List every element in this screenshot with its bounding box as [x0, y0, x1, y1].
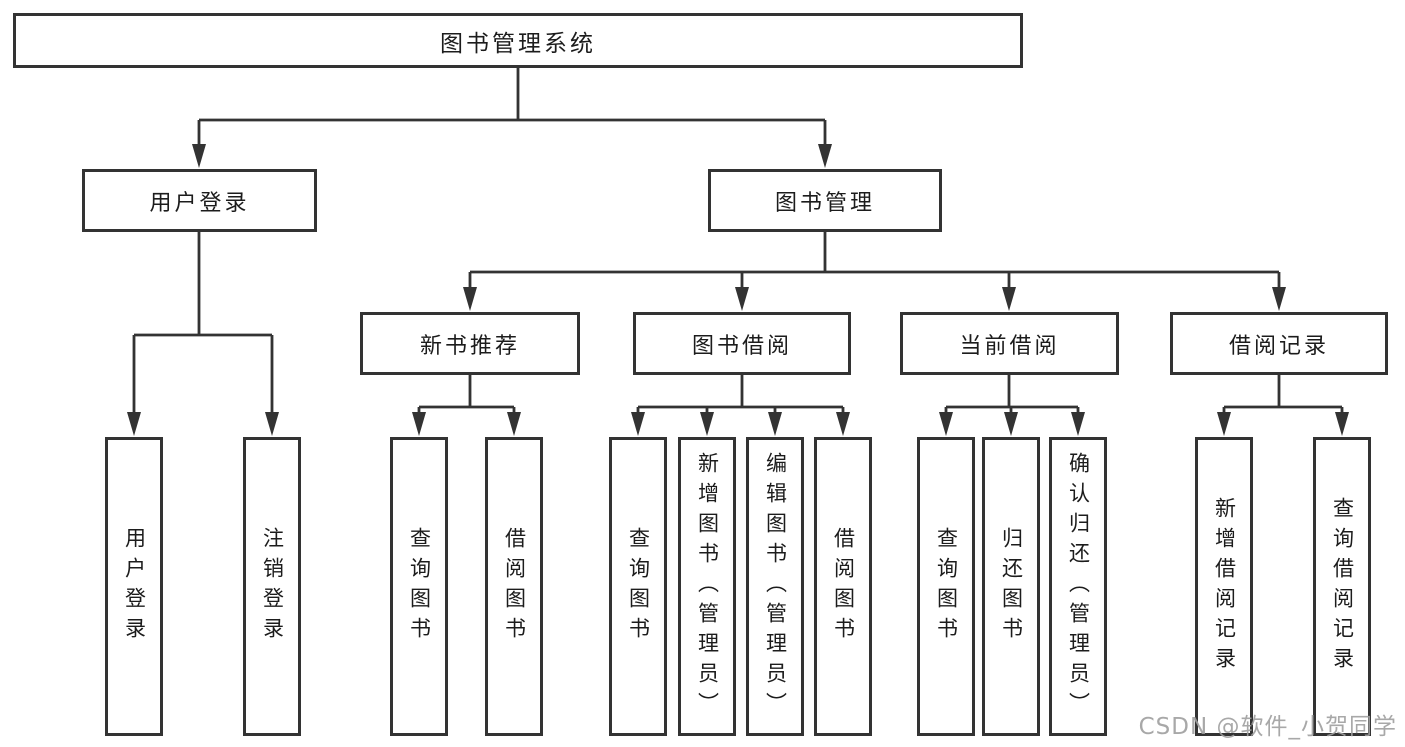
node-current-borrow-label: 当前借阅: [959, 333, 1060, 359]
leaf-current-confirm-return-label: 确认归还（管理员）: [1066, 451, 1091, 722]
leaf-current-query-book: 查询图书: [917, 437, 975, 736]
leaf-user-login-label: 用户登录: [122, 526, 147, 647]
node-root: 图书管理系统: [13, 13, 1023, 68]
leaf-current-return-book-label: 归还图书: [999, 526, 1024, 647]
node-current-borrow: 当前借阅: [900, 312, 1119, 375]
connector-current-borrow-to-leaves: [939, 375, 1085, 436]
leaf-current-query-book-label: 查询图书: [934, 526, 959, 647]
connector-book-borrow-to-leaves: [631, 375, 850, 436]
leaf-rec-borrow-book: 借阅图书: [485, 437, 543, 736]
node-user-login-label: 用户登录: [149, 190, 250, 216]
leaf-logout: 注销登录: [243, 437, 301, 736]
node-book-borrow-label: 图书借阅: [691, 333, 792, 359]
node-book-mgmt-label: 图书管理: [774, 190, 875, 216]
leaf-record-add: 新增借阅记录: [1195, 437, 1253, 736]
leaf-borrow-add-book: 新增图书（管理员）: [678, 437, 736, 736]
connector-user-login-to-leaves: [127, 232, 279, 436]
leaf-rec-borrow-book-label: 借阅图书: [502, 526, 527, 647]
leaf-logout-label: 注销登录: [260, 526, 285, 647]
connector-new-book-rec-to-leaves: [412, 375, 521, 436]
node-new-book-rec-label: 新书推荐: [419, 333, 520, 359]
watermark: CSDN @软件_小贺同学: [1138, 714, 1397, 740]
leaf-record-query-label: 查询借阅记录: [1330, 496, 1355, 677]
connector-root-to-level2: [192, 68, 832, 168]
leaf-rec-query-book: 查询图书: [390, 437, 448, 736]
leaf-borrow-edit-book-label: 编辑图书（管理员）: [763, 451, 788, 722]
connector-book-mgmt-to-level3: [463, 232, 1286, 311]
leaf-current-return-book: 归还图书: [982, 437, 1040, 736]
leaf-borrow-query-book: 查询图书: [609, 437, 667, 736]
leaf-current-confirm-return: 确认归还（管理员）: [1049, 437, 1107, 736]
leaf-rec-query-book-label: 查询图书: [407, 526, 432, 647]
node-book-mgmt: 图书管理: [708, 169, 942, 232]
leaf-user-login: 用户登录: [105, 437, 163, 736]
node-root-label: 图书管理系统: [440, 30, 596, 57]
node-book-borrow: 图书借阅: [633, 312, 851, 375]
leaf-record-query: 查询借阅记录: [1313, 437, 1371, 736]
node-borrow-record: 借阅记录: [1170, 312, 1388, 375]
leaf-borrow-borrow-book: 借阅图书: [814, 437, 872, 736]
node-user-login: 用户登录: [82, 169, 317, 232]
leaf-borrow-edit-book: 编辑图书（管理员）: [746, 437, 804, 736]
node-borrow-record-label: 借阅记录: [1228, 333, 1329, 359]
leaf-record-add-label: 新增借阅记录: [1212, 496, 1237, 677]
leaf-borrow-query-book-label: 查询图书: [626, 526, 651, 647]
leaf-borrow-add-book-label: 新增图书（管理员）: [695, 451, 720, 722]
node-new-book-rec: 新书推荐: [360, 312, 580, 375]
leaf-borrow-borrow-book-label: 借阅图书: [831, 526, 856, 647]
connector-borrow-record-to-leaves: [1217, 375, 1349, 436]
